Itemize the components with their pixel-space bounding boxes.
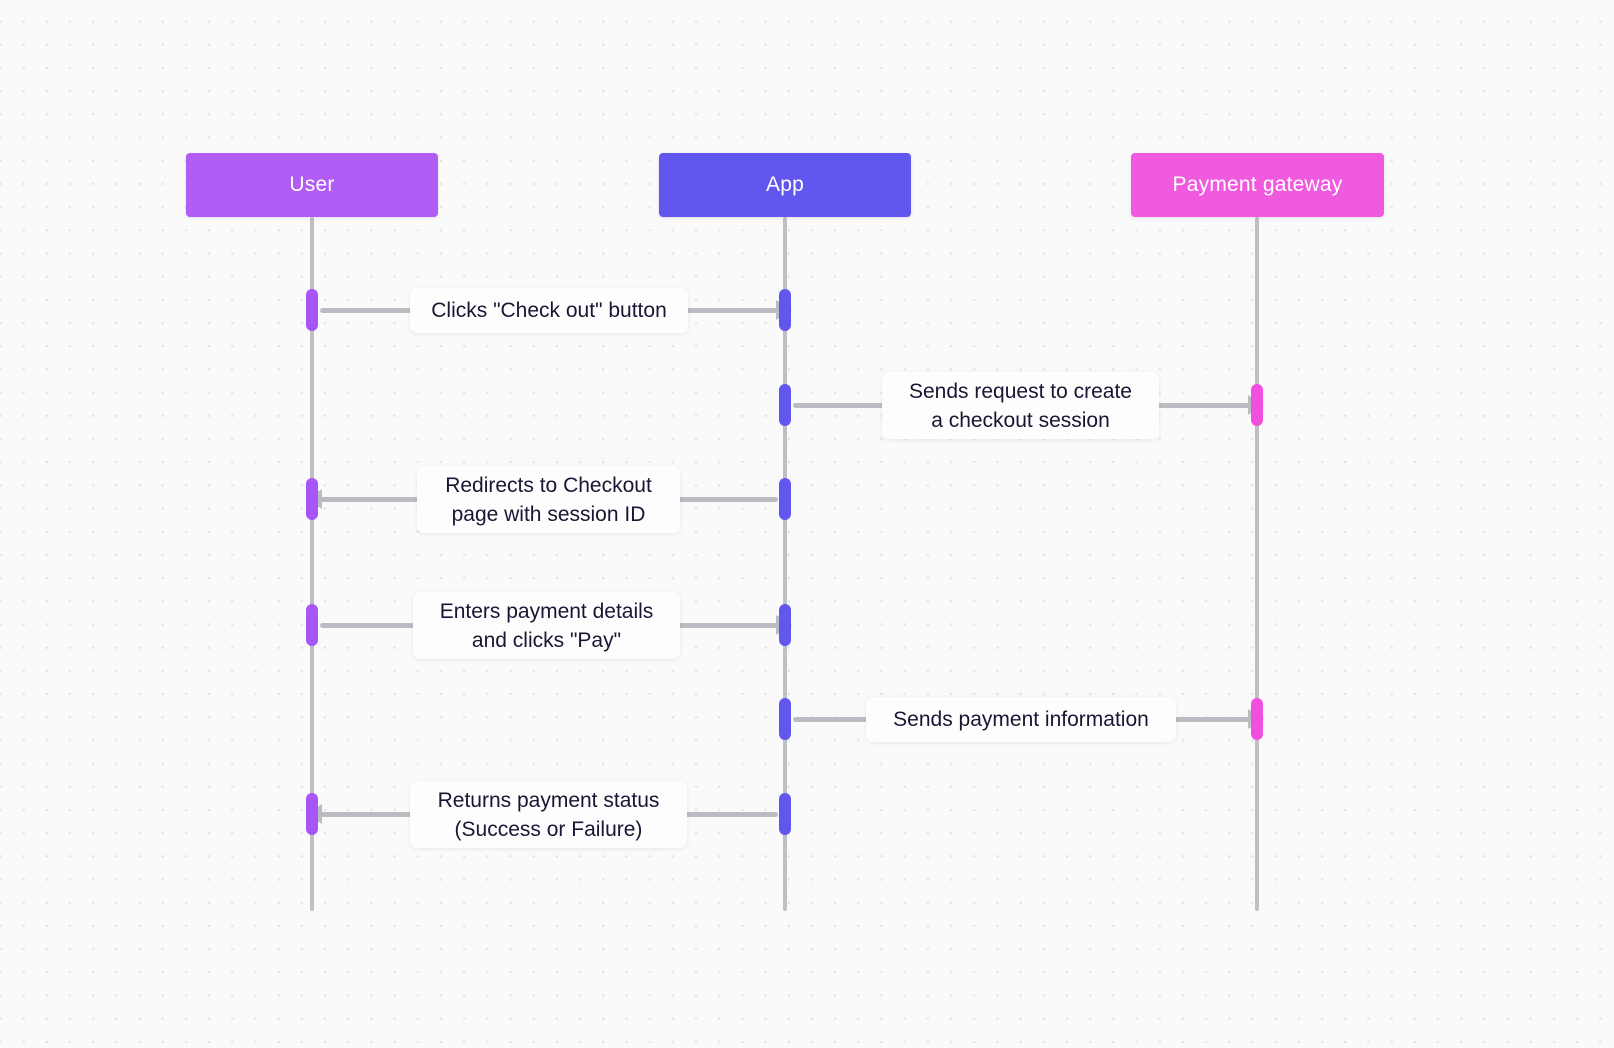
participant-gateway[interactable]: Payment gateway: [1131, 153, 1384, 217]
activation-bar-gateway[interactable]: [1251, 384, 1263, 426]
lifeline-user: [310, 217, 314, 911]
message-label-text: Sends request to create a checkout sessi…: [909, 379, 1132, 432]
participant-label: Payment gateway: [1172, 173, 1343, 196]
activation-bar-app[interactable]: [779, 289, 791, 331]
activation-bar-user[interactable]: [306, 289, 318, 331]
activation-bar-user[interactable]: [306, 478, 318, 520]
activation-bar-user[interactable]: [306, 793, 318, 835]
participant-label: User: [289, 173, 335, 196]
message-label-1[interactable]: Clicks "Check out" button: [410, 288, 688, 333]
activation-bar-app[interactable]: [779, 478, 791, 520]
message-label-2[interactable]: Sends request to create a checkout sessi…: [882, 372, 1159, 439]
participant-app[interactable]: App: [659, 153, 911, 217]
participant-user[interactable]: User: [186, 153, 438, 217]
message-label-text: Enters payment details and clicks "Pay": [439, 599, 654, 652]
message-label-4[interactable]: Enters payment details and clicks "Pay": [413, 592, 680, 659]
activation-bar-app[interactable]: [779, 384, 791, 426]
activation-bar-app[interactable]: [779, 793, 791, 835]
activation-bar-user[interactable]: [306, 604, 318, 646]
participant-label: App: [766, 173, 804, 196]
message-label-text: Sends payment information: [893, 708, 1149, 731]
message-label-text: Clicks "Check out" button: [431, 299, 667, 322]
lifeline-app: [783, 217, 787, 911]
message-label-5[interactable]: Sends payment information: [866, 697, 1176, 742]
message-label-6[interactable]: Returns payment status (Success or Failu…: [410, 781, 687, 848]
message-label-text: Returns payment status (Success or Failu…: [437, 788, 660, 841]
activation-bar-gateway[interactable]: [1251, 698, 1263, 740]
message-label-3[interactable]: Redirects to Checkout page with session …: [417, 466, 680, 533]
activation-bar-app[interactable]: [779, 604, 791, 646]
activation-bar-app[interactable]: [779, 698, 791, 740]
message-label-text: Redirects to Checkout page with session …: [445, 473, 652, 526]
lifeline-gateway: [1255, 217, 1259, 911]
